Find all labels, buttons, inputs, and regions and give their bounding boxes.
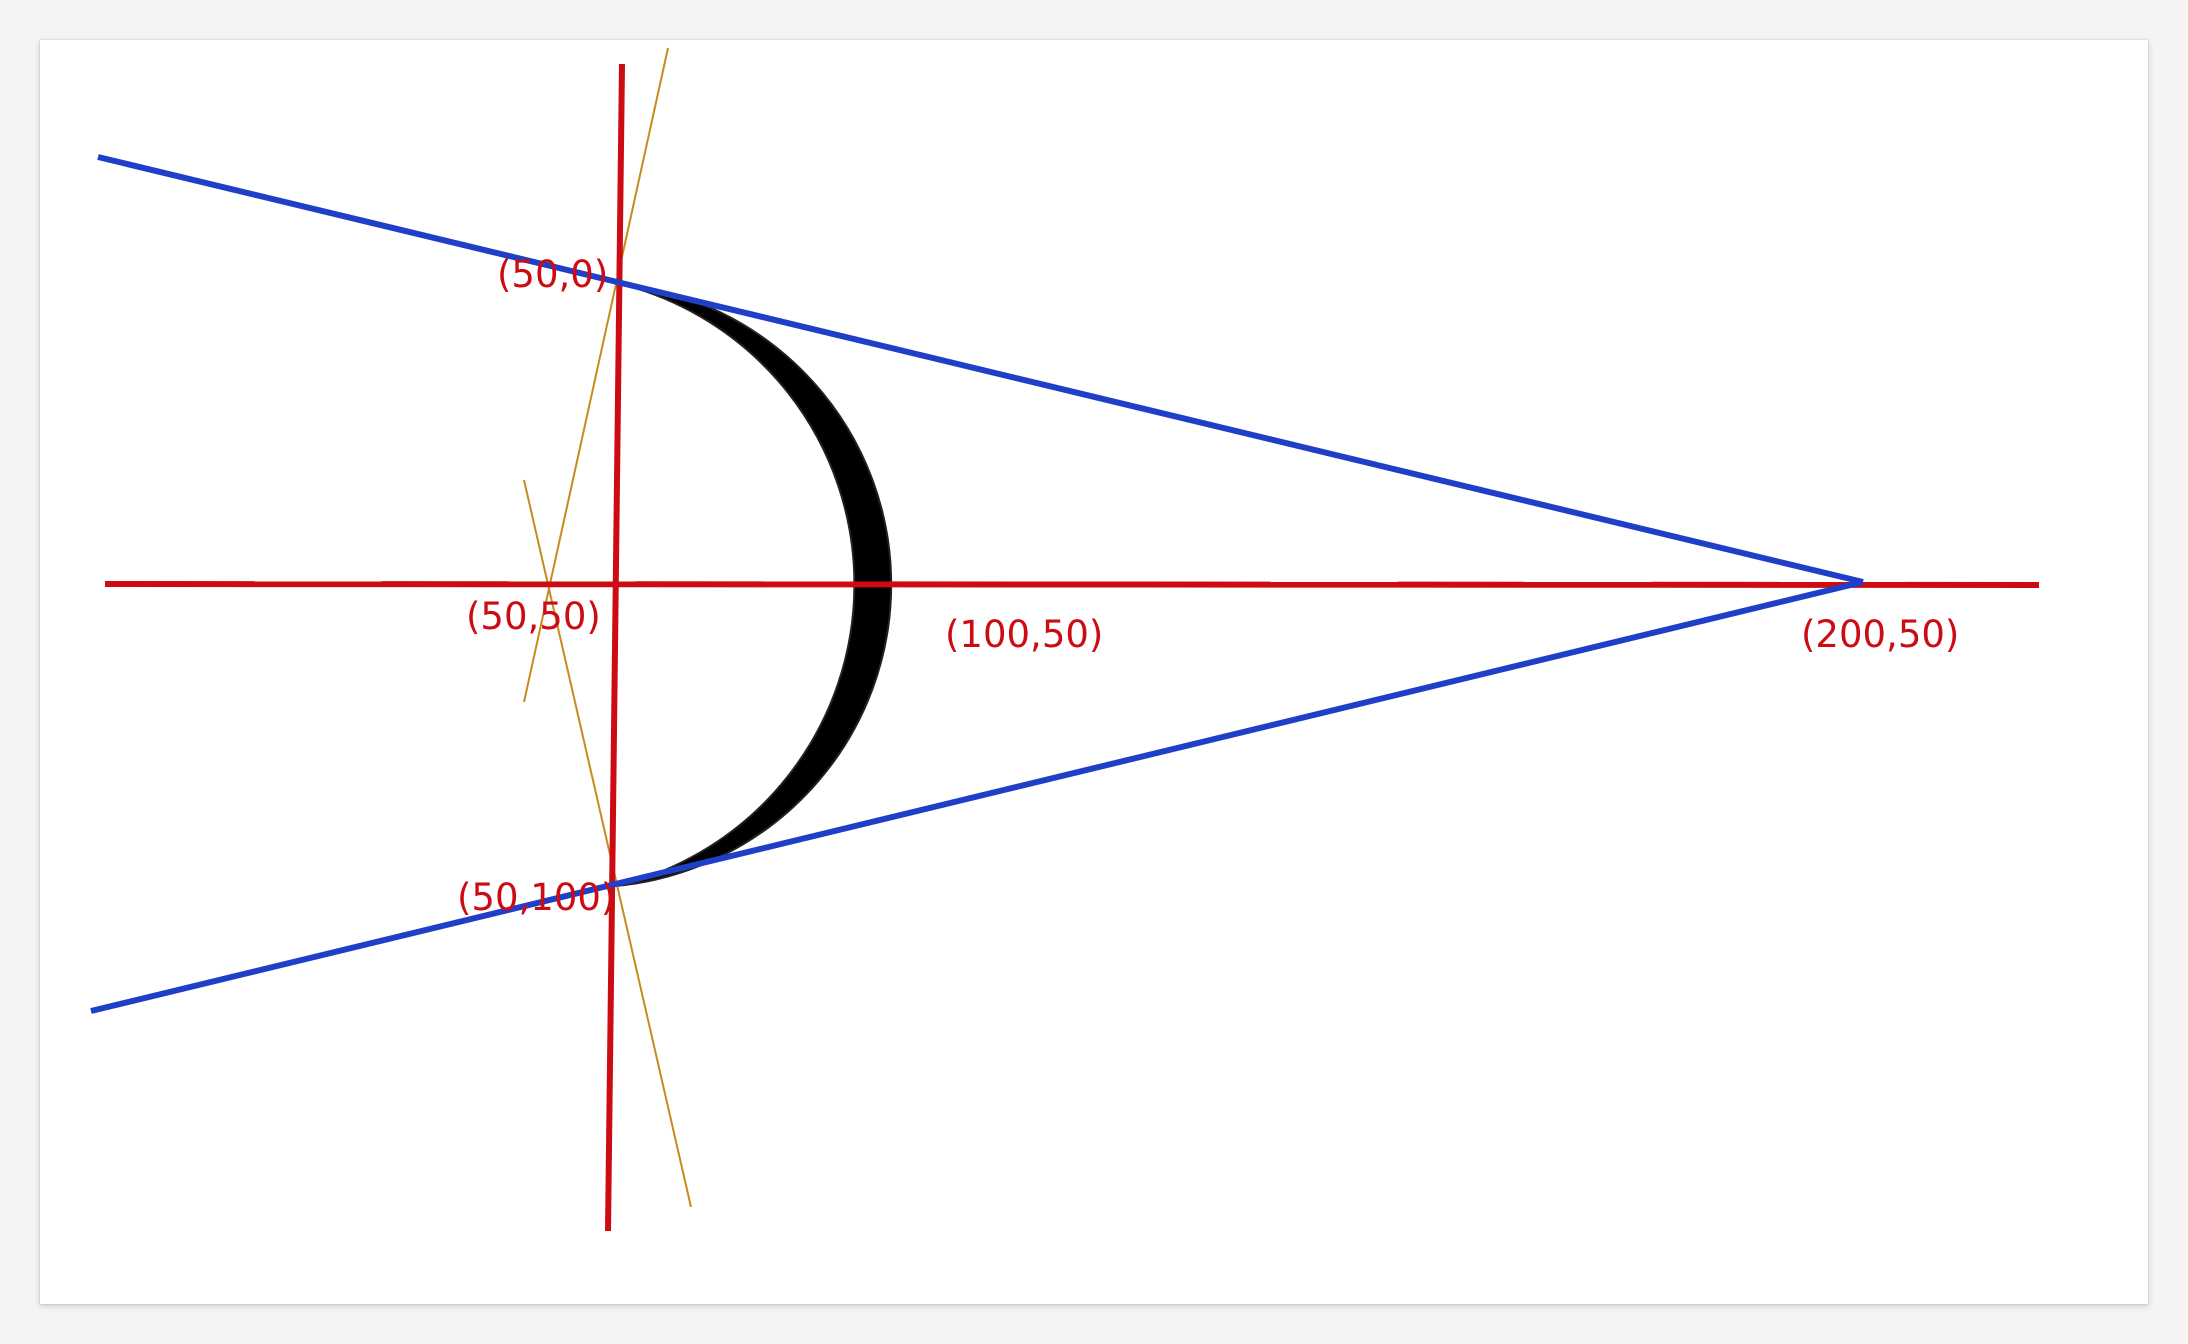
- tangent-line-lower: [90, 579, 1864, 1014]
- construction-line-lower: [523, 479, 692, 1208]
- label-right-edge-point: (100,50): [945, 613, 1103, 656]
- crescent-shape: [615, 282, 893, 887]
- vertical-axis-line: [605, 63, 625, 1232]
- label-center-point: (50,50): [466, 595, 601, 638]
- horizontal-axis-line: [104, 581, 2040, 588]
- label-top-point: (50,0): [497, 253, 608, 296]
- label-apex-point: (200,50): [1801, 613, 1959, 656]
- tangent-line-upper: [97, 154, 1864, 585]
- label-bottom-point: (50,100): [457, 876, 615, 919]
- construction-line-upper: [523, 47, 669, 703]
- diagram-card: [40, 40, 2148, 1304]
